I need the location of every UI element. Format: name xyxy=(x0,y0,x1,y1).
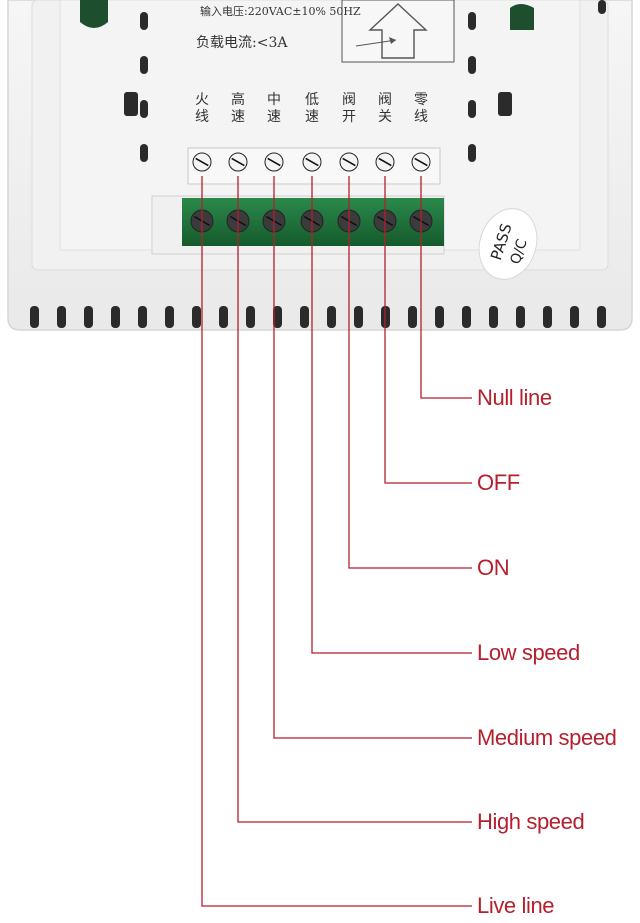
vent-slot xyxy=(165,306,174,328)
up-arrow-icon xyxy=(368,3,428,59)
terminal-label-top: 火 xyxy=(195,92,209,108)
terminal-label-null: 零线 xyxy=(413,92,429,126)
vent-slot xyxy=(327,306,336,328)
terminal-label-bottom: 速 xyxy=(267,109,281,125)
leader-line-null xyxy=(420,176,472,399)
vent-slot xyxy=(489,306,498,328)
terminal-label-bottom: 线 xyxy=(195,109,209,125)
vent-slot xyxy=(408,306,417,328)
terminal-label-bottom: 速 xyxy=(305,109,319,125)
rating-load-text: 负载电流:<3A xyxy=(196,35,288,51)
terminal-label-top: 阀 xyxy=(378,92,392,108)
label-on: ON xyxy=(477,555,510,580)
vent-slot xyxy=(111,306,120,328)
screw-icon xyxy=(411,152,431,172)
label-low-speed: Low speed xyxy=(477,640,580,665)
terminal-label-live: 火线 xyxy=(194,92,210,126)
vent-slot xyxy=(30,306,39,328)
vent-slot xyxy=(273,306,282,328)
leader-lines xyxy=(201,176,472,907)
screw-icon xyxy=(339,152,359,172)
label-off: OFF xyxy=(477,470,520,495)
vent-slot xyxy=(462,306,471,328)
terminal-label-bottom: 速 xyxy=(231,109,245,125)
terminal-label-bottom: 关 xyxy=(378,109,392,125)
screw-icon xyxy=(375,152,395,172)
vent-slot xyxy=(138,306,147,328)
label-null-line: Null line xyxy=(477,385,552,410)
vent-slot xyxy=(516,306,525,328)
svg-text:Q/C: Q/C xyxy=(508,237,531,266)
screw-icon xyxy=(228,152,248,172)
screw-icon xyxy=(192,152,212,172)
qc-pass-stamp: PASS Q/C xyxy=(478,208,538,280)
label-high-speed: High speed xyxy=(477,809,585,834)
leader-line-medium xyxy=(273,176,472,739)
vent-slot xyxy=(300,306,309,328)
latch-slot-left xyxy=(80,0,108,28)
terminal-label-top: 高 xyxy=(231,92,245,108)
terminal-label-top: 低 xyxy=(305,92,319,108)
vent-slot xyxy=(246,306,255,328)
terminal-label-low: 低速 xyxy=(304,92,320,126)
vent-slot xyxy=(435,306,444,328)
terminal-marker-screws xyxy=(192,152,431,172)
rating-input-text: 输入电压:220VAC±10% 50HZ xyxy=(200,5,361,18)
label-live-line: Live line xyxy=(477,893,555,918)
leader-line-high xyxy=(237,176,472,823)
bottom-vents xyxy=(30,306,606,328)
terminal-label-top: 零 xyxy=(414,92,428,108)
vent-slot xyxy=(570,306,579,328)
terminal-label-top: 中 xyxy=(267,92,281,108)
screw-icon xyxy=(302,152,322,172)
vent-slot xyxy=(57,306,66,328)
screw-icon xyxy=(264,152,284,172)
vent-slot xyxy=(543,306,552,328)
terminal-label-off: 阀关 xyxy=(377,92,393,126)
vent-slot xyxy=(84,306,93,328)
vent-slot xyxy=(597,306,606,328)
vent-slot xyxy=(354,306,363,328)
leader-line-on xyxy=(348,176,472,569)
vent-slot xyxy=(192,306,201,328)
terminal-label-bottom: 开 xyxy=(342,109,356,125)
label-medium-speed: Medium speed xyxy=(477,725,617,750)
terminal-label-bottom: 线 xyxy=(414,109,428,125)
latch-slot-right xyxy=(510,4,534,30)
vent-slot xyxy=(219,306,228,328)
leader-line-live xyxy=(201,176,472,907)
terminal-label-top: 阀 xyxy=(342,92,356,108)
leader-line-off xyxy=(384,176,472,484)
leader-line-low xyxy=(311,176,472,654)
terminal-label-high: 高速 xyxy=(230,92,246,126)
terminal-label-medium: 中速 xyxy=(266,92,282,126)
terminal-label-on: 阀开 xyxy=(341,92,357,126)
